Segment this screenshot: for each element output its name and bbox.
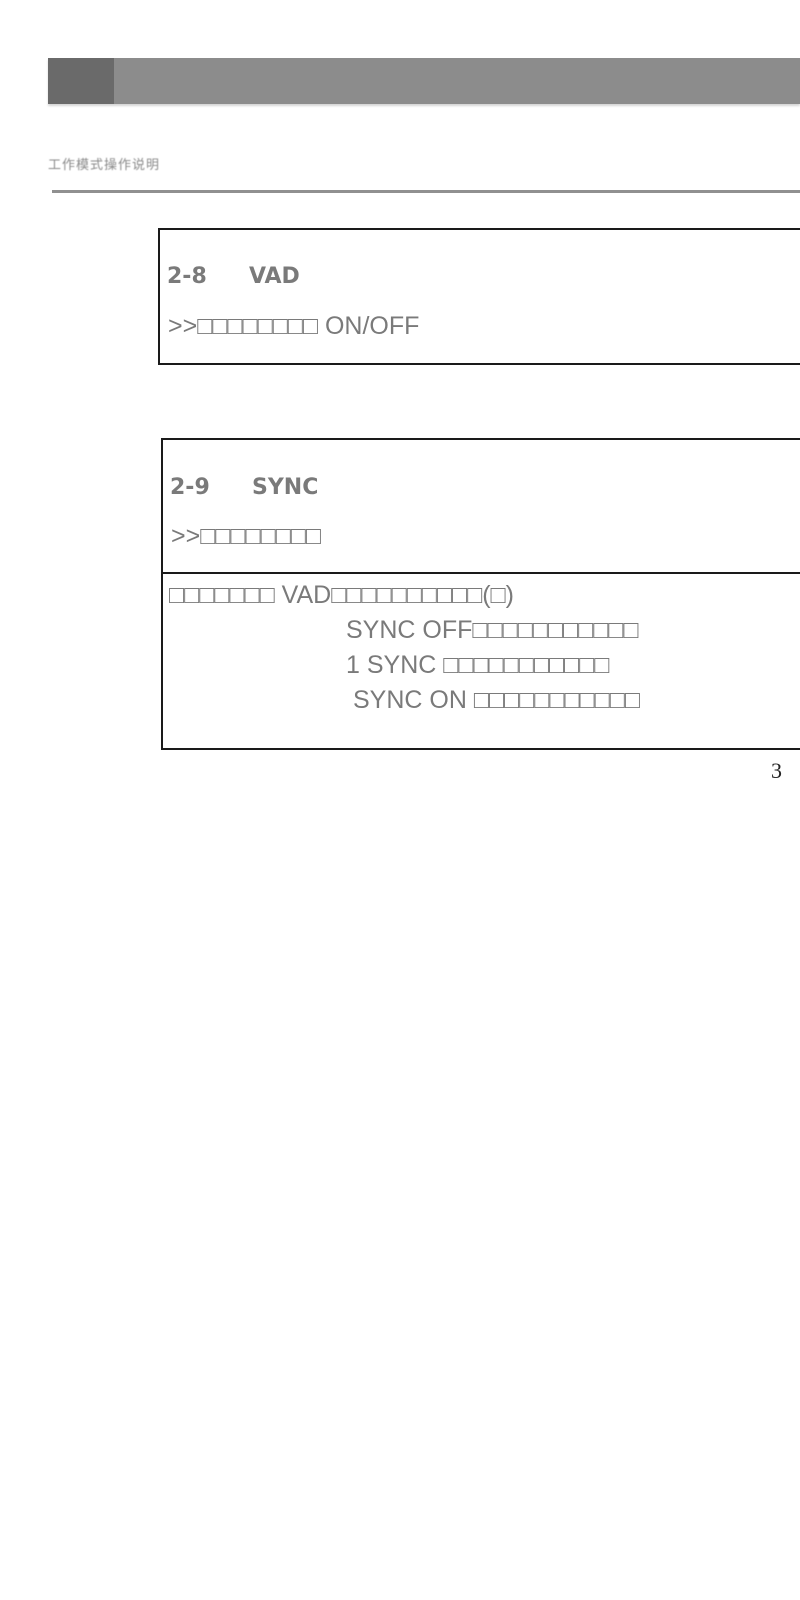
section-name: VAD xyxy=(249,264,300,289)
section-number: 2-8 xyxy=(167,264,207,289)
desc-line: SYNC OFF□□□□□□□□□□□ xyxy=(346,616,639,644)
section-box-sync: 2-9 SYNC >>□□□□□□□□ □□□□□□□ VAD□□□□□□□□□… xyxy=(161,438,800,750)
page-number: 3 xyxy=(771,758,782,783)
chapter-rule xyxy=(52,190,800,193)
section-box-vad: 2-8 VAD >>□□□□□□□□ ON/OFF xyxy=(158,228,800,365)
desc-line: 1 SYNC □□□□□□□□□□□ xyxy=(346,651,610,679)
chapter-label: 工作模式操作说明 xyxy=(48,158,161,173)
section-number: 2-9 xyxy=(170,475,210,500)
box-divider xyxy=(163,572,800,574)
section-line-sync: >>□□□□□□□□ xyxy=(171,522,321,550)
desc-line: SYNC ON □□□□□□□□□□□ xyxy=(353,686,640,714)
header-bar xyxy=(48,58,800,104)
section-line-vad: >>□□□□□□□□ ON/OFF xyxy=(168,312,420,340)
section-name: SYNC xyxy=(252,475,319,500)
desc-line: □□□□□□□ VAD□□□□□□□□□□(□) xyxy=(169,581,514,609)
header-tab xyxy=(48,58,114,104)
